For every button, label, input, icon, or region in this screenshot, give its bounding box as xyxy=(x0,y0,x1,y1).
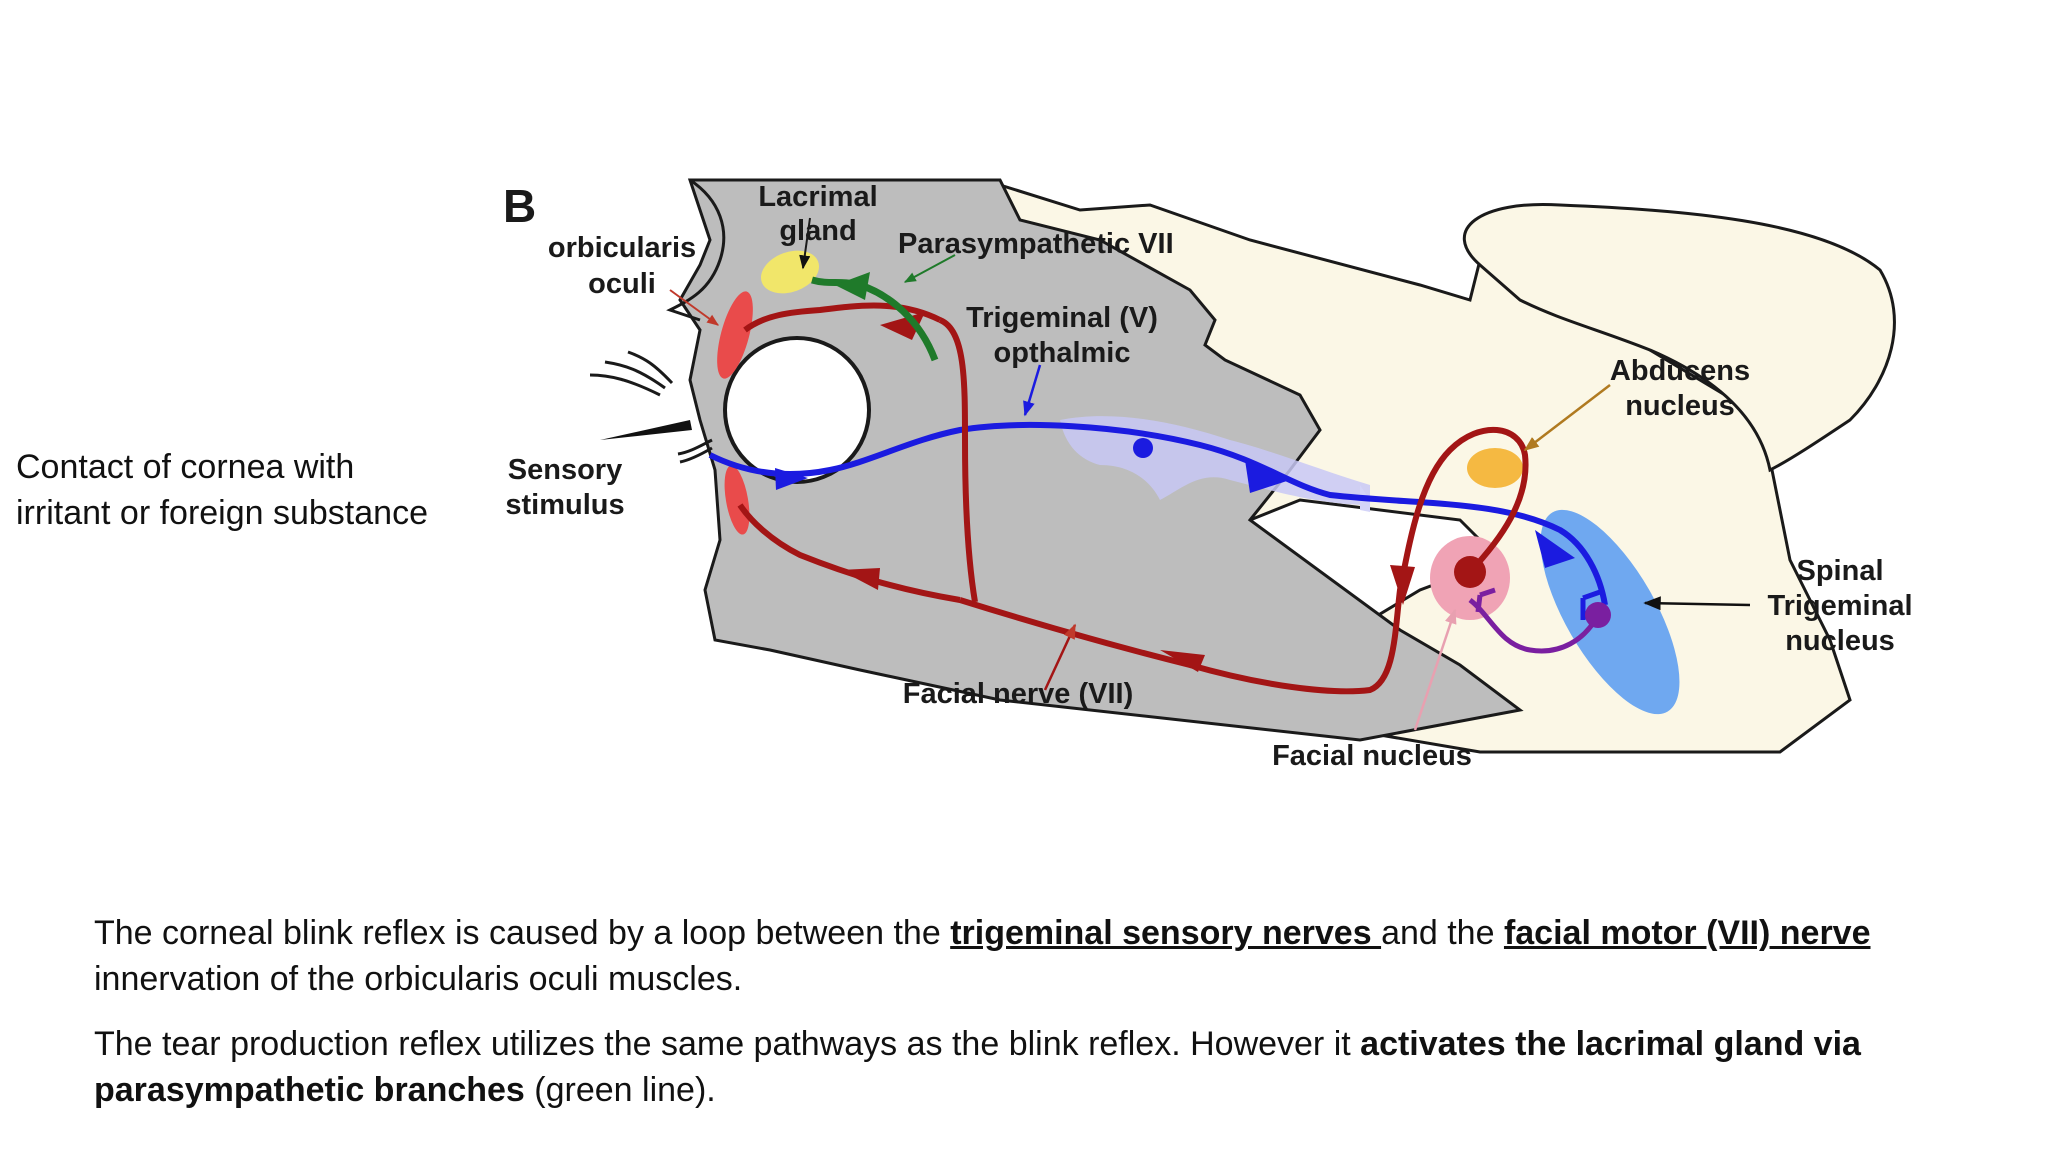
parasympathetic-arrow xyxy=(835,272,870,300)
eyeball xyxy=(723,336,871,484)
label-trigeminal-1: Trigeminal (V) xyxy=(966,302,1158,334)
facial-motor-loop xyxy=(959,426,1529,695)
label-spinal-1: Spinal xyxy=(1796,555,1883,587)
sensory-arrow-1 xyxy=(775,468,808,490)
trigeminal-ganglion-cell xyxy=(1133,438,1153,458)
caption-1-text-c: innervation of the orbicularis oculi mus… xyxy=(94,960,743,998)
caption-2-text-a: The tear production reflex utilizes the … xyxy=(94,1025,1361,1063)
label-facial-nucleus: Facial nucleus xyxy=(1272,740,1472,772)
label-sensory-2: stimulus xyxy=(505,489,624,521)
stimulus-description: Contact of cornea with irritant or forei… xyxy=(16,444,476,536)
interneuron-pathway xyxy=(1468,598,1601,654)
pointer-parasympathetic xyxy=(903,254,956,283)
pointer-facial-nerve xyxy=(1043,623,1077,691)
pointer-facial-nucleus xyxy=(1413,608,1457,731)
sensory-arrow-3 xyxy=(1535,530,1575,568)
facial-nucleus-cell xyxy=(1454,556,1486,588)
pointer-spinal-trigeminal xyxy=(1643,596,1751,611)
eyelashes-upper xyxy=(589,350,674,397)
label-trigeminal-2: opthalmic xyxy=(994,337,1131,369)
label-abducens-1: Abducens xyxy=(1610,355,1750,387)
caption-1-text-a: The corneal blink reflex is caused by a … xyxy=(94,914,951,952)
orbicularis-oculi-upper xyxy=(717,291,753,379)
label-lacrimal-2: gland xyxy=(779,215,856,247)
pointer-trigeminal xyxy=(1023,364,1042,417)
label-orbicularis-2: oculi xyxy=(588,268,656,300)
label-abducens-2: nucleus xyxy=(1625,390,1735,422)
brow-outline xyxy=(666,178,726,322)
label-spinal-3: nucleus xyxy=(1785,625,1895,657)
pointer-lacrimal xyxy=(799,217,811,270)
link-trigeminal-sensory-nerves[interactable]: trigeminal sensory nerves xyxy=(950,914,1382,952)
stimulus-description-line-2: irritant or foreign substance xyxy=(16,494,428,532)
sensory-arrow-2 xyxy=(1245,460,1290,493)
eyelashes-lower xyxy=(677,438,713,464)
abducens-nucleus xyxy=(1467,448,1523,488)
label-orbicularis-1: orbicularis xyxy=(548,232,696,264)
panel-letter: B xyxy=(503,180,536,232)
caption-1-text-b: and the xyxy=(1381,914,1504,952)
pointer-abducens xyxy=(1523,384,1611,451)
spinal-trigeminal-terminal xyxy=(1580,589,1601,620)
interneuron-cell xyxy=(1585,602,1611,628)
pointer-orbicularis xyxy=(669,289,719,326)
stimulus-description-line-1: Contact of cornea with xyxy=(16,448,355,486)
caption-tear-reflex: The tear production reflex utilizes the … xyxy=(94,1021,1994,1113)
sensory-pathway xyxy=(708,422,1608,606)
orbicularis-oculi-lower xyxy=(724,465,750,535)
caption-2-bold: activates the lacrimal gland via parasym… xyxy=(94,1025,1861,1109)
facial-motor-arrow-down xyxy=(1390,565,1415,605)
label-facial-nerve: Facial nerve (VII) xyxy=(903,678,1134,710)
label-spinal-2: Trigeminal xyxy=(1767,590,1912,622)
link-facial-motor-nerve[interactable]: facial motor (VII) nerve xyxy=(1503,914,1871,952)
label-lacrimal-1: Lacrimal xyxy=(758,181,877,213)
facial-branch-lower-lid xyxy=(737,503,961,603)
facial-motor-arrow-left-1 xyxy=(1160,650,1205,672)
stimulus-wedge xyxy=(600,420,692,440)
label-sensory-1: Sensory xyxy=(508,454,622,486)
cerebellum-outline xyxy=(1462,202,1896,473)
label-parasympathetic: Parasympathetic VII xyxy=(898,228,1174,260)
caption-2-text-b: (green line). xyxy=(524,1071,716,1109)
facial-branch-vertical xyxy=(938,317,978,603)
facial-branch-upper-lid xyxy=(743,302,942,333)
caption-blink-reflex: The corneal blink reflex is caused by a … xyxy=(94,910,1994,1002)
interneuron-terminal xyxy=(1475,587,1496,613)
facial-motor-arrow-left-2 xyxy=(840,568,880,590)
